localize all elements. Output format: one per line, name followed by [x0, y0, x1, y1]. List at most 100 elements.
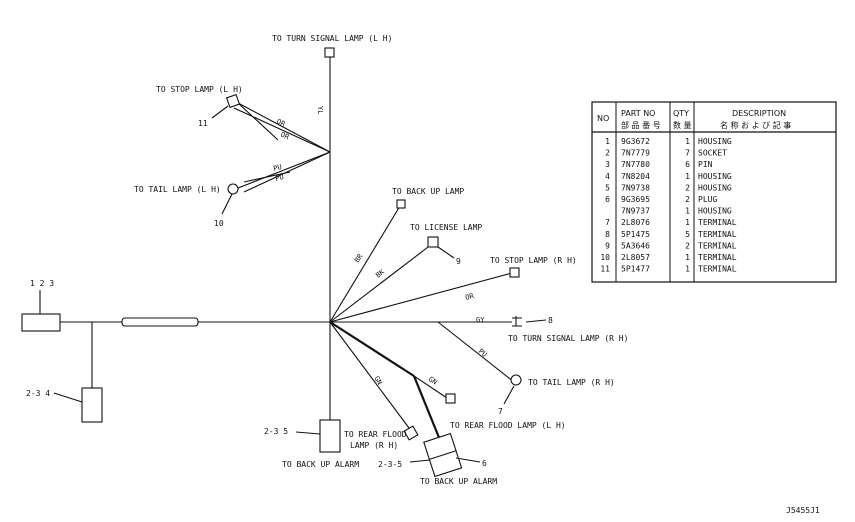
connector-back-up-lamp — [396, 199, 406, 209]
leader-235 — [295, 431, 321, 435]
connector-stop-lh — [225, 93, 241, 109]
table-cell-qty: 1 — [685, 265, 690, 274]
leader-6 — [455, 457, 481, 463]
wire-or1 — [237, 102, 331, 153]
wire-label-pu1: PU — [272, 163, 282, 173]
connector-rear-flood-rh — [403, 425, 419, 441]
parts-table: NO PART NO 部 品 番 号 QTY 数 量 DESCRIPTION 名… — [591, 101, 837, 283]
table-header-part-no-jp: 部 品 番 号 — [621, 120, 661, 130]
leader-235b — [409, 459, 431, 463]
connector-tail-rh — [510, 374, 522, 386]
label-tail-rh: TO TAIL LAMP (R H) — [528, 378, 615, 387]
table-cell-part: 7N7780 — [621, 160, 650, 169]
label-back-up-alarm-left: TO BACK UP ALARM — [282, 460, 359, 469]
table-cell-no: 10 — [600, 253, 610, 262]
wire-label-or1: OR — [275, 118, 287, 129]
wire-or2 — [233, 107, 331, 153]
label-license-lamp: TO LICENSE LAMP — [410, 223, 482, 232]
table-header-qty-jp: 数 量 — [673, 120, 692, 130]
table-cell-desc: HOUSING — [698, 183, 732, 192]
table-cell-part: 7N8204 — [621, 172, 650, 181]
table-cell-qty: 1 — [685, 253, 690, 262]
callout-9: 9 — [456, 257, 461, 266]
table-header-no: NO — [597, 114, 609, 123]
label-stop-lh: TO STOP LAMP (L H) — [156, 85, 243, 94]
connector-tail-lh — [227, 183, 239, 195]
table-cell-no: 3 — [605, 160, 610, 169]
connector-235b — [423, 432, 463, 478]
label-rear-flood-lh: TO REAR FLOOD LAMP (L H) — [450, 421, 566, 430]
wire-gn-thick-a — [329, 321, 415, 377]
table-cell-desc: SOCKET — [698, 149, 727, 158]
table-cell-desc: HOUSING — [698, 207, 732, 216]
table-cell-no: 5 — [605, 183, 610, 192]
table-cell-desc: TERMINAL — [698, 253, 737, 262]
table-cell-part: 5P1475 — [621, 230, 650, 239]
table-cell-no: 2 — [605, 149, 610, 158]
table-cell-desc: TERMINAL — [698, 265, 737, 274]
connector-123 — [21, 313, 61, 332]
label-back-up-lamp: TO BACK UP LAMP — [392, 187, 464, 196]
wire-gn2 — [413, 375, 451, 401]
wire-label-gn2: GN — [427, 375, 439, 386]
wire-label-gy: GY — [476, 316, 485, 324]
table-cell-desc: HOUSING — [698, 137, 732, 146]
table-cell-qty: 2 — [685, 195, 690, 204]
trunk-sleeve — [121, 317, 199, 327]
table-cell-qty: 7 — [685, 149, 690, 158]
wire-label-gn1: GN — [372, 375, 383, 386]
connector-license-lamp — [427, 236, 439, 248]
callout-7: 7 — [498, 407, 503, 416]
table-cell-part: 2L8076 — [621, 218, 650, 227]
wire-label-or2: OR — [279, 131, 291, 142]
callout-123: 1 2 3 — [30, 279, 54, 288]
table-header-part-no: PART NO — [621, 109, 655, 118]
table-cell-desc: PLUG — [698, 195, 717, 204]
table-header-description: DESCRIPTION — [732, 109, 786, 118]
table-cell-no: 1 — [605, 137, 610, 146]
wire-label-bk: BK — [374, 268, 386, 280]
table-cell-desc: PIN — [698, 160, 713, 169]
table-cell-qty: 5 — [685, 230, 690, 239]
table-cell-part: 9G3672 — [621, 137, 650, 146]
wire-label-pu3: PU — [477, 347, 489, 358]
table-cell-qty: 2 — [685, 183, 690, 192]
table-cell-qty: 6 — [685, 160, 690, 169]
callout-235: 2-3 5 — [264, 427, 288, 436]
table-cell-desc: HOUSING — [698, 172, 732, 181]
connector-rear-flood-lh — [445, 393, 456, 404]
wire-gn1 — [329, 321, 413, 433]
table-cell-no: 4 — [605, 172, 610, 181]
table-cell-desc: TERMINAL — [698, 218, 737, 227]
wire-pu-link — [243, 171, 291, 183]
connector-stop-rh — [509, 267, 520, 278]
callout-234: 2-3 4 — [26, 389, 50, 398]
table-cell-no: 6 — [605, 195, 610, 204]
wire-label-yl: YL — [316, 106, 324, 114]
wire-bk — [329, 243, 433, 323]
table-cell-part: 2L8057 — [621, 253, 650, 262]
wire-label-br: BR — [353, 252, 365, 264]
label-stop-rh: TO STOP LAMP (R H) — [490, 256, 577, 265]
table-cell-part: 7N9737 — [621, 207, 650, 216]
connector-turn-signal-lh — [324, 47, 335, 58]
wire-pu3 — [437, 321, 515, 383]
callout-235b: 2-3-5 — [378, 460, 402, 469]
connector-234 — [81, 387, 103, 423]
table-cell-qty: 2 — [685, 241, 690, 250]
table-cell-qty: 1 — [685, 137, 690, 146]
callout-10: 10 — [214, 219, 224, 228]
table-cell-no: 9 — [605, 241, 610, 250]
leader-10 — [221, 193, 233, 215]
leader-7 — [503, 385, 515, 405]
label-rear-flood-rh-2: LAMP (R H) — [350, 441, 398, 450]
wire-pu1 — [237, 151, 331, 189]
leader-11 — [211, 105, 229, 119]
label-turn-signal-rh: TO TURN SIGNAL LAMP (R H) — [508, 334, 628, 343]
callout-6: 6 — [482, 459, 487, 468]
connector-turn-signal-rh — [512, 316, 522, 327]
wire-pu2 — [243, 151, 331, 193]
drawing-id: J5455J1 — [786, 506, 820, 515]
